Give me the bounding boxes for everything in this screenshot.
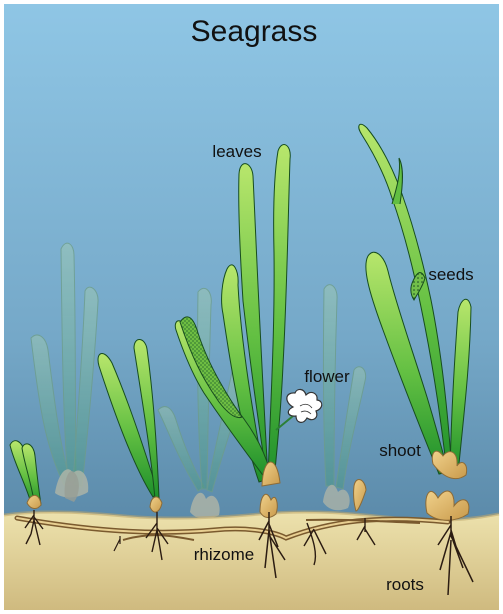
diagram-title: Seagrass — [191, 15, 318, 48]
label-shoot: shoot — [379, 441, 421, 460]
label-leaves: leaves — [212, 142, 261, 161]
label-flower: flower — [304, 367, 350, 386]
label-rhizome: rhizome — [194, 545, 254, 564]
label-seeds: seeds — [428, 265, 473, 284]
label-roots: roots — [386, 575, 424, 594]
